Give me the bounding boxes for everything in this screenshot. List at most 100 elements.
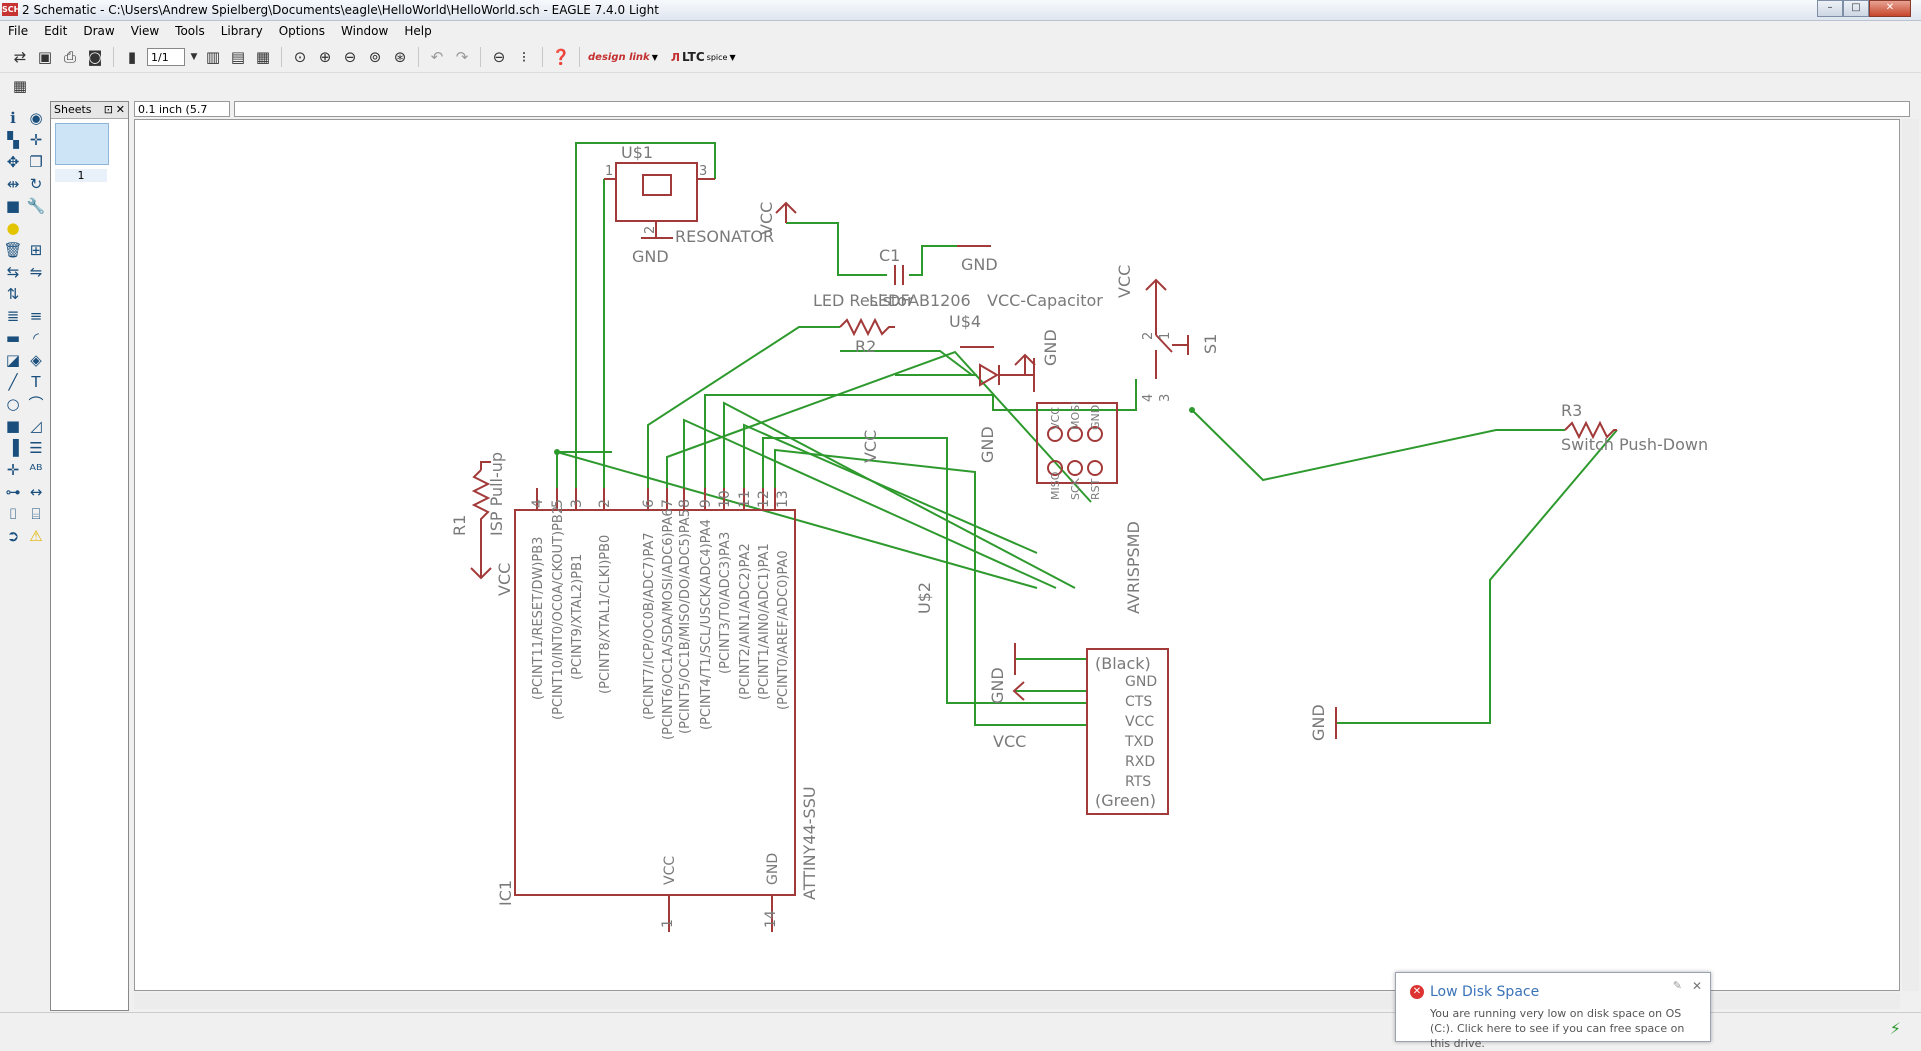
zoom-out-icon[interactable]: ⊖ xyxy=(343,48,357,66)
zoom-select-icon[interactable]: ⊛ xyxy=(393,48,407,66)
sheet-number[interactable]: 1 xyxy=(55,169,107,182)
delete-icon[interactable]: 🗑 xyxy=(3,240,23,259)
menu-draw[interactable]: Draw xyxy=(83,24,115,38)
gateswap-icon[interactable]: ⇅ xyxy=(6,284,20,303)
mirror-icon[interactable]: ⇹ xyxy=(6,174,20,193)
designlink-button[interactable]: design link ▼ xyxy=(588,52,658,63)
vertical-scrollbar[interactable] xyxy=(1902,119,1919,991)
ic1-pin-name: (PCINT4/T1/SCL/USCK/ADC4)PA4 xyxy=(699,519,714,730)
u2-pad xyxy=(1087,460,1103,476)
miter-icon[interactable]: ◜ xyxy=(33,328,39,347)
s1-pin-number: 2 xyxy=(1141,332,1156,340)
board-icon[interactable]: ▤ xyxy=(230,48,246,66)
text-icon[interactable]: T xyxy=(31,372,41,391)
rect-icon[interactable]: ■ xyxy=(5,416,21,435)
command-line-input[interactable] xyxy=(234,101,1910,117)
show-icon[interactable]: ◉ xyxy=(29,108,43,127)
isp-pin-labels: VCC MOSI GND MISO SCK RST xyxy=(1049,402,1102,500)
menu-window[interactable]: Window xyxy=(341,24,389,38)
wire-icon[interactable]: ╱ xyxy=(8,372,18,391)
sheet-thumbnail[interactable] xyxy=(55,123,109,165)
sheet-select[interactable]: 1/1 xyxy=(147,48,185,66)
grid-icon[interactable]: ▦ xyxy=(12,77,28,95)
settings-icon[interactable]: ✎ xyxy=(1672,979,1682,992)
schematic-drawing[interactable]: U$1 RESONATOR GND VCC C1 GND LED Resisto… xyxy=(135,120,1900,991)
ltc-spice-button[interactable]: Л LTC spice ▼ xyxy=(671,50,736,64)
module-icon[interactable]: ⌸ xyxy=(31,504,41,523)
pinswap-icon[interactable]: ⇆ xyxy=(6,262,20,281)
menu-library[interactable]: Library xyxy=(220,24,263,38)
change-icon[interactable]: 🔧 xyxy=(26,196,46,215)
zoom-redraw-icon[interactable]: ⊚ xyxy=(368,48,382,66)
menu-tools[interactable]: Tools xyxy=(175,24,205,38)
zoom-fit-icon[interactable]: ⊙ xyxy=(293,48,307,66)
help-icon[interactable]: ❓ xyxy=(551,48,571,66)
close-icon[interactable]: ✕ xyxy=(1691,979,1702,993)
symbols xyxy=(470,162,1617,932)
bus-icon[interactable]: ▐ xyxy=(7,438,19,457)
open-icon[interactable]: ⇄ xyxy=(13,48,27,66)
menu-view[interactable]: View xyxy=(130,24,160,38)
sheet-icon[interactable]: ▮ xyxy=(127,48,137,66)
name-icon[interactable]: ≣ xyxy=(6,306,20,325)
copy-icon[interactable]: ❐ xyxy=(29,152,43,171)
menu-edit[interactable]: Edit xyxy=(44,24,68,38)
library-icon[interactable]: ▥ xyxy=(205,48,221,66)
pin-icon[interactable]: ⊡ xyxy=(103,103,113,116)
maximize-button[interactable]: □ xyxy=(1843,0,1869,17)
net-icon[interactable]: ☰ xyxy=(29,438,43,457)
display-icon[interactable]: ▚ xyxy=(7,130,19,149)
info-icon[interactable]: ℹ xyxy=(10,108,16,127)
sheets-panel-header: Sheets ⊡ ✕ xyxy=(51,102,128,119)
go-icon[interactable]: ⁝ xyxy=(521,48,527,66)
redo-icon[interactable]: ↷ xyxy=(455,48,469,66)
split-icon[interactable]: ◪ xyxy=(5,350,21,369)
minimize-button[interactable]: – xyxy=(1817,0,1843,17)
arc-icon[interactable]: ⌒ xyxy=(28,395,44,413)
invoke-icon[interactable]: ◈ xyxy=(30,350,42,369)
print-icon[interactable]: ⎙ xyxy=(63,48,76,66)
ic1-pin-name: (PCINT2/AIN1/ADC2)PA2 xyxy=(738,543,753,700)
menu-help[interactable]: Help xyxy=(404,24,432,38)
add-icon[interactable]: ⊞ xyxy=(29,240,43,259)
dimension-icon[interactable]: ↔ xyxy=(29,482,43,501)
schematic-canvas[interactable]: U$1 RESONATOR GND VCC C1 GND LED Resisto… xyxy=(134,119,1900,991)
label-icon[interactable]: ᴬᴮ xyxy=(29,460,43,479)
smash-icon[interactable]: ▬ xyxy=(5,328,21,347)
move-icon[interactable]: ✥ xyxy=(6,152,20,171)
menu-file[interactable]: File xyxy=(8,24,29,38)
replace-icon[interactable]: ⇋ xyxy=(29,262,43,281)
erc-icon[interactable]: ➲ xyxy=(6,526,20,545)
ic1-body xyxy=(514,509,796,896)
undo-icon[interactable]: ↶ xyxy=(430,48,444,66)
warning-icon[interactable]: ⚠ xyxy=(29,526,43,545)
chevron-down-icon[interactable]: ▼ xyxy=(190,52,198,62)
switch-board-icon[interactable]: ▦ xyxy=(255,48,271,66)
stop-icon[interactable]: ⊖ xyxy=(492,48,506,66)
junction-icon[interactable]: ✛ xyxy=(6,460,20,479)
close-button[interactable]: ✕ xyxy=(1869,0,1911,17)
save-icon[interactable]: ▣ xyxy=(37,48,53,66)
attribute-icon[interactable]: ⊶ xyxy=(5,482,21,501)
frame-icon[interactable]: ⌷ xyxy=(8,504,18,523)
r2-value-label: LED Resistor xyxy=(813,291,914,310)
value-icon[interactable]: ≡ xyxy=(29,306,43,325)
rotate-icon[interactable]: ↻ xyxy=(29,174,43,193)
blank-icon xyxy=(25,217,47,238)
go-status-icon[interactable]: ⚡ xyxy=(1889,1019,1901,1038)
isp-pin-label: MOSI xyxy=(1069,402,1082,430)
close-icon[interactable]: ✕ xyxy=(115,103,125,116)
mark-icon[interactable]: ✛ xyxy=(29,130,43,149)
notification-message[interactable]: You are running very low on disk space o… xyxy=(1430,1007,1685,1050)
circle-icon[interactable]: ○ xyxy=(6,394,20,413)
polygon-icon[interactable]: ◿ xyxy=(30,416,42,435)
paste-icon[interactable]: ● xyxy=(6,218,20,237)
zoom-in-icon[interactable]: ⊕ xyxy=(318,48,332,66)
low-disk-notification[interactable]: ✕ Low Disk Space You are running very lo… xyxy=(1395,972,1711,1050)
menu-options[interactable]: Options xyxy=(278,24,326,38)
ltc-label: LTC xyxy=(682,50,705,64)
cam-icon[interactable]: ◙ xyxy=(87,48,103,66)
group-icon[interactable]: ■ xyxy=(5,196,21,215)
ic1-pin-number: 9 xyxy=(698,499,714,508)
ftdi-pin-label: RTS xyxy=(1125,774,1151,790)
